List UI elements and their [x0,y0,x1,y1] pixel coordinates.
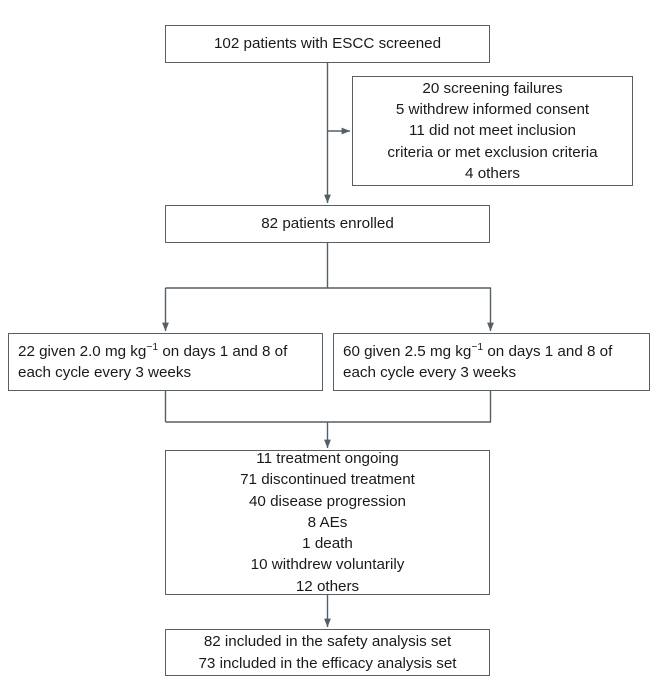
node-analysis-sets: 82 included in the safety analysis set 7… [165,629,490,676]
node-line: 1 death [302,535,353,553]
node-line: 73 included in the efficacy analysis set [198,654,457,672]
node-line: 82 included in the safety analysis set [203,633,452,651]
node-dose-2-0-mg-per-kg: 22 given 2.0 mg kg−1 on days 1 and 8 of … [8,333,323,391]
node-line: 4 others [465,164,520,182]
node-line: criteria or met exclusion criteria [387,143,598,161]
node-line: 22 given 2.0 mg kg−1 on days 1 and 8 of [18,341,313,362]
dose-exponent: −1 [471,341,484,353]
node-line: 5 withdrew informed consent [395,101,590,119]
node-line: 60 given 2.5 mg kg−1 on days 1 and 8 of [343,341,640,362]
dose-exponent: −1 [146,341,159,353]
node-screening-failures: 20 screening failures 5 withdrew informe… [352,76,633,186]
dose-text-post: on days 1 and 8 of [158,342,288,360]
node-patients-screened: 102 patients with ESCC screened [165,25,490,63]
node-line: 8 AEs [307,513,348,531]
node-line: 102 patients with ESCC screened [213,35,442,53]
node-line: each cycle every 3 weeks [18,364,192,381]
node-line: 10 withdrew voluntarily [250,556,405,574]
node-line: 12 others [295,577,360,595]
node-treatment-disposition: 11 treatment ongoing 71 discontinued tre… [165,450,490,595]
node-line: 82 patients enrolled [261,215,394,233]
dose-text-pre: 22 given 2.0 mg kg [18,342,147,360]
dose-text-post: on days 1 and 8 of [483,342,613,360]
node-line: 20 screening failures [422,79,563,97]
dose-text-pre: 60 given 2.5 mg kg [343,342,472,360]
node-line: 40 disease progression [248,492,407,510]
node-dose-2-5-mg-per-kg: 60 given 2.5 mg kg−1 on days 1 and 8 of … [333,333,650,391]
node-line: each cycle every 3 weeks [343,364,517,381]
node-line: 11 did not meet inclusion [409,122,576,140]
node-line: 11 treatment ongoing [256,450,399,468]
node-patients-enrolled: 82 patients enrolled [165,205,490,243]
node-line: 71 discontinued treatment [240,471,415,489]
